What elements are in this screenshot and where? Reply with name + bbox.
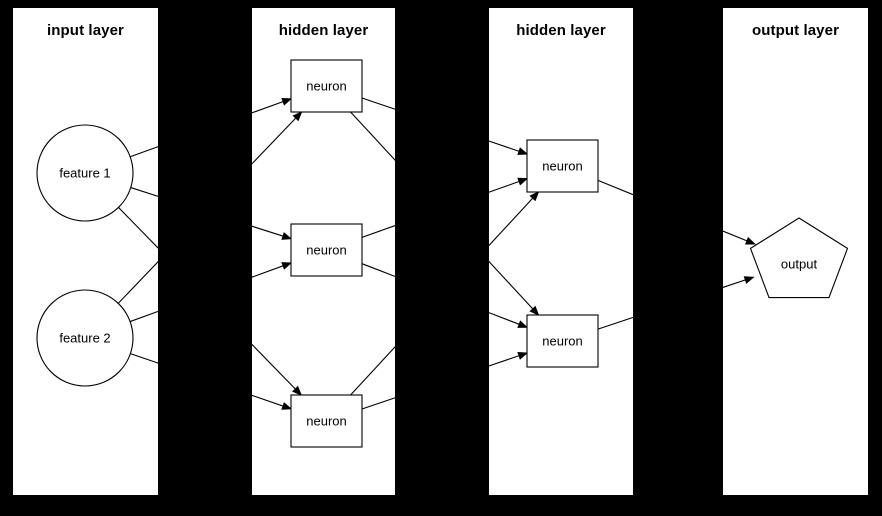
connection-edge xyxy=(597,179,633,196)
connection-edge xyxy=(118,207,158,249)
node-ellipse[interactable] xyxy=(36,289,134,387)
arrow-head-icon xyxy=(744,236,756,245)
node-rect[interactable] xyxy=(290,223,363,277)
connection-edge xyxy=(723,230,755,245)
layer-title-input: input layer xyxy=(47,22,124,39)
connection-edge xyxy=(252,98,292,114)
connection-edge xyxy=(129,146,158,158)
connection-edge xyxy=(130,187,158,197)
connection-edge xyxy=(361,263,395,278)
arrow-head-icon xyxy=(517,147,529,155)
hidden-layer-2-graphics: neuron neuron xyxy=(489,139,633,368)
node-label: feature 2 xyxy=(59,331,110,346)
connection-edge xyxy=(252,111,302,165)
node-label: neuron xyxy=(542,334,582,349)
input-layer-graphics: feature 1 feature 2 xyxy=(36,124,158,387)
connection-edge xyxy=(350,111,395,161)
arrow-head-icon xyxy=(517,352,529,360)
connection-edge xyxy=(489,140,528,155)
arrow-head-icon xyxy=(743,276,755,284)
connection-edge xyxy=(129,310,158,323)
node-rect[interactable] xyxy=(526,314,599,368)
arrow-head-icon xyxy=(281,262,293,270)
node-ellipse[interactable] xyxy=(36,124,134,222)
connection-edge xyxy=(361,225,395,238)
node-label: output xyxy=(781,257,818,272)
arrow-head-icon xyxy=(281,97,293,106)
arrow-head-icon xyxy=(517,177,529,186)
node-label: neuron xyxy=(306,414,346,429)
connection-edge xyxy=(489,260,539,316)
node-label: neuron xyxy=(542,159,582,174)
layer-title-output: output layer xyxy=(751,22,840,39)
arrow-head-icon xyxy=(529,191,540,202)
connection-edge xyxy=(252,343,302,396)
connection-edge xyxy=(597,316,633,330)
panel-input-layer: input layer feature 1 feature 2 xyxy=(13,8,158,495)
layer-title-hidden-1: hidden layer xyxy=(278,22,369,39)
connection-edge xyxy=(361,397,395,410)
node-label: neuron xyxy=(306,79,346,94)
connection-edge xyxy=(723,276,754,288)
arrow-head-icon xyxy=(517,320,529,328)
node-rect[interactable] xyxy=(526,139,599,193)
node-label: feature 1 xyxy=(59,166,110,181)
connection-edge xyxy=(252,225,292,240)
arrow-head-icon xyxy=(292,385,303,396)
connection-edge xyxy=(117,261,158,304)
connection-edge xyxy=(252,262,292,278)
panel-hidden-layer-2: hidden layer neuron neuron xyxy=(489,8,633,495)
connection-edge xyxy=(489,312,528,328)
layer-title-hidden-2: hidden layer xyxy=(516,22,606,39)
connection-edge xyxy=(350,346,395,396)
node-rect[interactable] xyxy=(290,394,363,448)
arrow-head-icon xyxy=(292,111,303,122)
connection-edge xyxy=(489,352,528,367)
arrow-head-icon xyxy=(281,232,293,240)
node-rect[interactable] xyxy=(290,59,363,113)
arrow-head-icon xyxy=(529,305,540,316)
connection-edge xyxy=(489,178,528,193)
node-pentagon[interactable] xyxy=(749,217,849,299)
hidden-layer-1-graphics: neuron neuron neuron xyxy=(252,59,395,448)
node-label: neuron xyxy=(306,243,346,258)
connection-edge xyxy=(130,353,158,364)
arrow-head-icon xyxy=(281,402,293,410)
connection-edge xyxy=(361,97,395,110)
panel-output-layer: output layer output xyxy=(723,8,868,495)
panel-hidden-layer-1: hidden layer neuron neuron neuron xyxy=(252,8,395,495)
output-layer-graphics: output xyxy=(723,217,849,299)
connection-edge xyxy=(252,394,292,410)
connection-edge xyxy=(489,191,539,247)
